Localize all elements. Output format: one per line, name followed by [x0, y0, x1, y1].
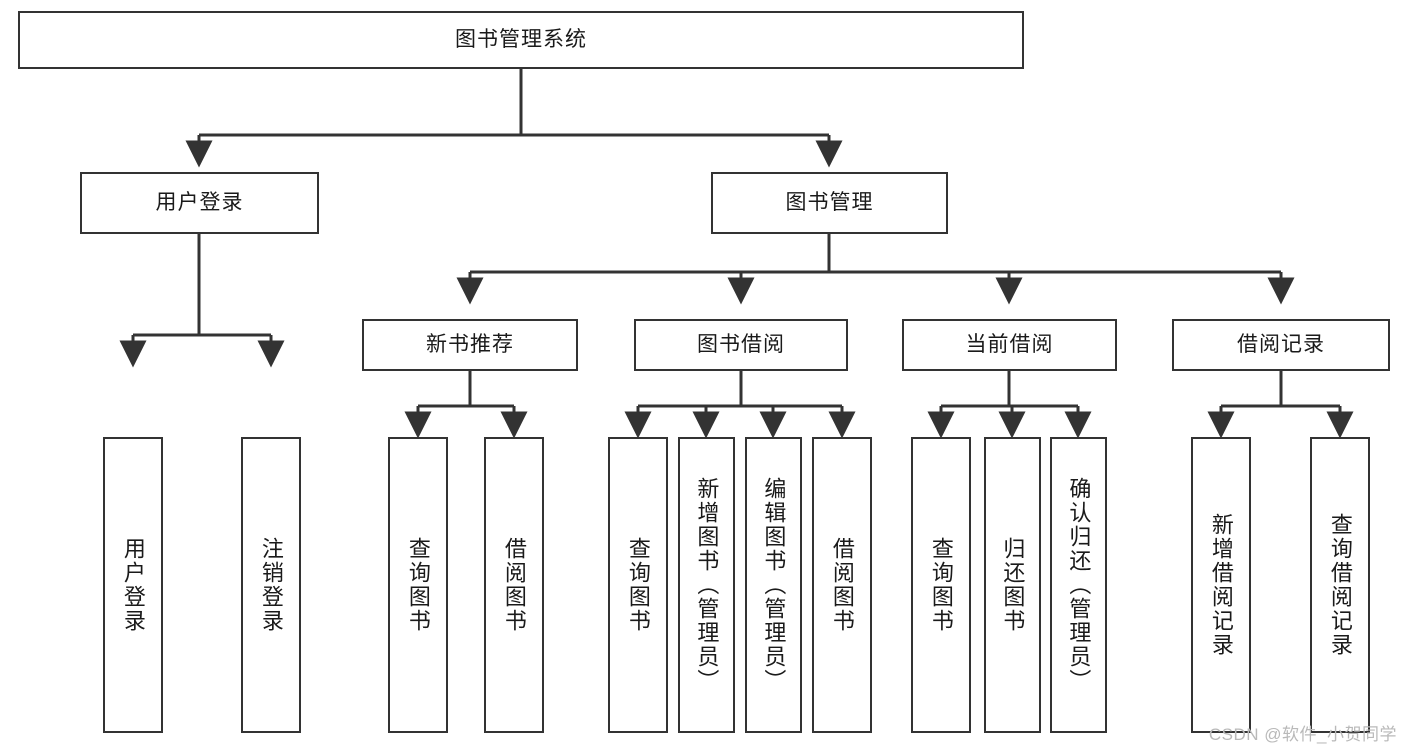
leaf-query-book-rec[interactable]: 查询图书 [388, 437, 448, 733]
node-root[interactable]: 图书管理系统 [18, 11, 1024, 69]
leaf-confirm-return-label: 确认归还（管理员） [1066, 477, 1092, 693]
leaf-add-book[interactable]: 新增图书（管理员） [678, 437, 735, 733]
leaf-edit-book-label: 编辑图书（管理员） [761, 477, 787, 693]
leaf-query-record-label: 查询借阅记录 [1327, 513, 1353, 657]
leaf-query-book-bor-label: 查询图书 [625, 537, 651, 633]
node-current-borrow[interactable]: 当前借阅 [902, 319, 1117, 371]
leaf-add-book-label: 新增图书（管理员） [694, 477, 720, 693]
leaf-user-logout-label: 注销登录 [258, 537, 284, 633]
node-root-label: 图书管理系统 [455, 28, 587, 52]
csdn-watermark: CSDN @软件_小贺同学 [1208, 725, 1397, 744]
node-user-login[interactable]: 用户登录 [80, 172, 319, 234]
node-book-borrow-label: 图书借阅 [697, 333, 785, 357]
node-new-book-rec[interactable]: 新书推荐 [362, 319, 578, 371]
leaf-query-record[interactable]: 查询借阅记录 [1310, 437, 1370, 733]
leaf-confirm-return[interactable]: 确认归还（管理员） [1050, 437, 1107, 733]
node-book-borrow[interactable]: 图书借阅 [634, 319, 848, 371]
leaf-query-book-cur[interactable]: 查询图书 [911, 437, 971, 733]
leaf-add-record-label: 新增借阅记录 [1208, 513, 1234, 657]
leaf-return-book-label: 归还图书 [1000, 537, 1026, 633]
leaf-borrow-book-bor[interactable]: 借阅图书 [812, 437, 872, 733]
leaf-query-book-cur-label: 查询图书 [928, 537, 954, 633]
leaf-borrow-book-rec-label: 借阅图书 [501, 537, 527, 633]
leaf-borrow-book-rec[interactable]: 借阅图书 [484, 437, 544, 733]
node-book-manage[interactable]: 图书管理 [711, 172, 948, 234]
leaf-user-login[interactable]: 用户登录 [103, 437, 163, 733]
leaf-user-logout[interactable]: 注销登录 [241, 437, 301, 733]
node-book-manage-label: 图书管理 [785, 191, 874, 215]
node-borrow-record-label: 借阅记录 [1237, 333, 1325, 357]
node-user-login-label: 用户登录 [155, 191, 244, 215]
node-new-book-rec-label: 新书推荐 [426, 333, 514, 357]
leaf-add-record[interactable]: 新增借阅记录 [1191, 437, 1251, 733]
leaf-query-book-bor[interactable]: 查询图书 [608, 437, 668, 733]
leaf-return-book[interactable]: 归还图书 [984, 437, 1041, 733]
leaf-borrow-book-bor-label: 借阅图书 [829, 537, 855, 633]
leaf-edit-book[interactable]: 编辑图书（管理员） [745, 437, 802, 733]
leaf-user-login-label: 用户登录 [120, 537, 146, 633]
node-borrow-record[interactable]: 借阅记录 [1172, 319, 1390, 371]
leaf-query-book-rec-label: 查询图书 [405, 537, 431, 633]
node-current-borrow-label: 当前借阅 [965, 333, 1054, 357]
